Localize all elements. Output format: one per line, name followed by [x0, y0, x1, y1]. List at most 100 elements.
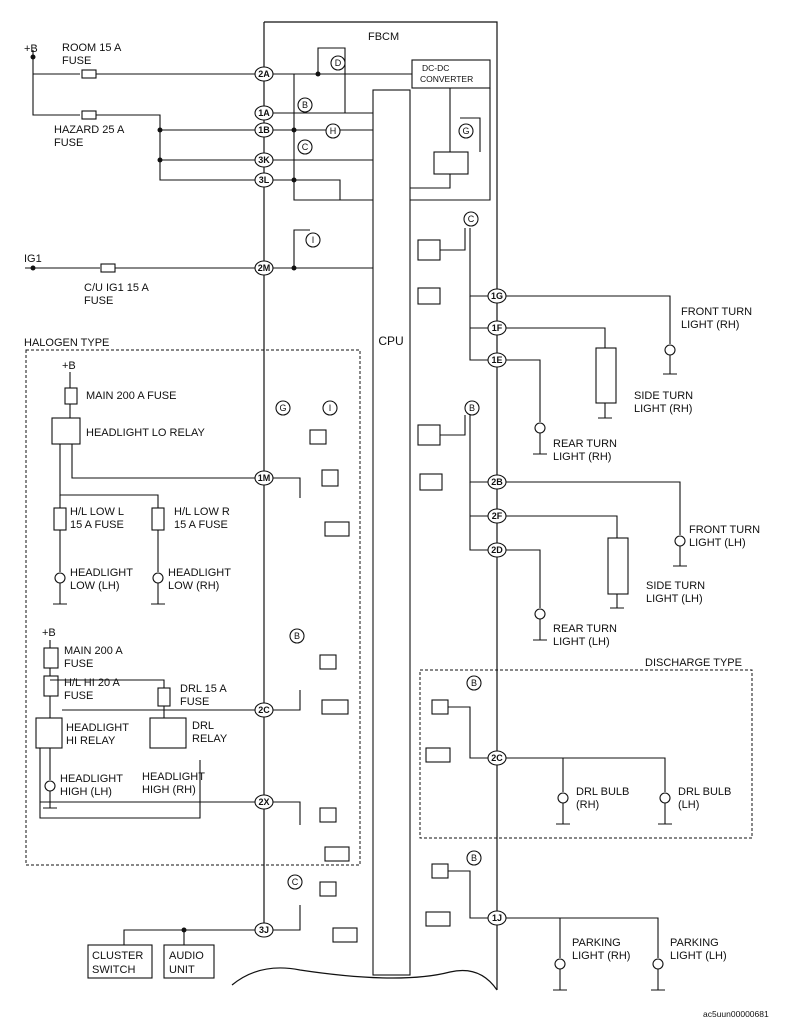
- parking-rh-1: PARKING: [572, 937, 621, 949]
- front-turn-rh-2: LIGHT (RH): [681, 319, 739, 331]
- rear-turn-lh-2: LIGHT (LH): [553, 636, 610, 648]
- tag-c: C: [297, 139, 313, 155]
- connector-1a: 1A: [254, 105, 274, 121]
- connector-2a: 2A: [254, 66, 274, 82]
- connector-label: 1B: [258, 125, 270, 135]
- side-turn-rh-1: SIDE TURN: [634, 390, 693, 402]
- connector-2c-right: 2C: [487, 750, 507, 766]
- tag-label: B: [471, 678, 477, 688]
- connector-label: 2M: [258, 263, 271, 273]
- hl-hi-label-2: FUSE: [64, 690, 93, 702]
- hazard-fuse-label-1: HAZARD 25 A: [54, 124, 125, 136]
- connector-2b: 2B: [487, 474, 507, 490]
- room-fuse-label-2: FUSE: [62, 55, 91, 67]
- hl-low-r-label-1: H/L LOW R: [174, 506, 230, 518]
- tag-label: I: [312, 235, 315, 245]
- tag-label: G: [462, 126, 469, 136]
- connector-3j: 3J: [254, 922, 274, 938]
- connector-label: 2F: [492, 511, 503, 521]
- tag-label: B: [469, 403, 475, 413]
- drl-bulb-rh-2: (RH): [576, 799, 599, 811]
- connector-label: 1A: [258, 108, 270, 118]
- hi-relay-label-2: HI RELAY: [66, 735, 116, 747]
- parking-lh-2: LIGHT (LH): [670, 950, 727, 962]
- drl-relay-label-1: DRL: [192, 720, 214, 732]
- dcdc-label-1: DC-DC: [422, 63, 449, 73]
- connector-1j: 1J: [487, 910, 507, 926]
- tag-label: C: [468, 214, 475, 224]
- fbcm-title: FBCM: [368, 31, 399, 43]
- tag-label: B: [294, 631, 300, 641]
- halogen-plus-b: +B: [62, 360, 76, 372]
- side-turn-rh-2: LIGHT (RH): [634, 403, 692, 415]
- tag-label: G: [279, 403, 286, 413]
- connector-1g: 1G: [487, 288, 507, 304]
- headlight-low-lh-2: LOW (LH): [70, 580, 120, 592]
- headlight-high-rh-2: HIGH (RH): [142, 784, 196, 796]
- discharge-wiring: [505, 757, 672, 825]
- figure-code: ac5uun00000681: [703, 1009, 769, 1019]
- hl-hi-label-1: H/L HI 20 A: [64, 677, 121, 689]
- tag-label: H: [330, 126, 337, 136]
- tag-label: I: [329, 403, 332, 413]
- parking-wiring: [505, 917, 665, 991]
- connector-label: 3K: [258, 155, 270, 165]
- rear-turn-rh-1: REAR TURN: [553, 438, 617, 450]
- audio-label-1: AUDIO: [169, 950, 204, 962]
- hazard-fuse-label-2: FUSE: [54, 137, 83, 149]
- drl-bulb-lh-1: DRL BULB: [678, 786, 731, 798]
- side-turn-lh-1: SIDE TURN: [646, 580, 705, 592]
- hl-low-l-label-1: H/L LOW L: [70, 506, 124, 518]
- tag-b: B: [297, 97, 313, 113]
- connector-label: 2D: [491, 545, 503, 555]
- tag-c: C: [463, 211, 479, 227]
- plus-b-label: +B: [24, 43, 38, 55]
- connector-2x: 2X: [254, 794, 274, 810]
- tag-i: I: [305, 232, 321, 248]
- connector-label: 2X: [258, 797, 269, 807]
- connector-label: 1F: [492, 323, 503, 333]
- parking-lh-1: PARKING: [670, 937, 719, 949]
- ig1-label: IG1: [24, 253, 42, 265]
- connector-label: 3J: [259, 925, 269, 935]
- connector-1f: 1F: [487, 320, 507, 336]
- connector-2c-left: 2C: [254, 702, 274, 718]
- turn-light-wiring: [469, 228, 687, 641]
- headlight-low-rh-1: HEADLIGHT: [168, 567, 231, 579]
- drl-fuse-label-1: DRL 15 A: [180, 683, 227, 695]
- headlight-high-lh-1: HEADLIGHT: [60, 773, 123, 785]
- hi-relay-label-1: HEADLIGHT: [66, 722, 129, 734]
- rear-turn-rh-2: LIGHT (RH): [553, 451, 611, 463]
- connector-label: 1M: [258, 473, 271, 483]
- tag-label: D: [335, 58, 342, 68]
- side-turn-lh-2: LIGHT (LH): [646, 593, 703, 605]
- connector-label: 1G: [491, 291, 503, 301]
- headlight-low-lh-1: HEADLIGHT: [70, 567, 133, 579]
- connector-label: 3L: [259, 175, 270, 185]
- cpu-label: CPU: [378, 334, 403, 348]
- connector-label: 1J: [492, 913, 502, 923]
- drl-fuse-label-2: FUSE: [180, 696, 209, 708]
- tag-i: I: [322, 400, 338, 416]
- cu-ig1-fuse-label-2: FUSE: [84, 295, 113, 307]
- tag-h: H: [325, 123, 341, 139]
- tag-b: B: [464, 400, 480, 416]
- halogen-plus-b-2: +B: [42, 627, 56, 639]
- signal-tags: D B C H G I C G I B B B B C: [275, 55, 482, 890]
- audio-label-2: UNIT: [169, 964, 195, 976]
- connector-3l: 3L: [254, 172, 274, 188]
- hl-low-r-label-2: 15 A FUSE: [174, 519, 228, 531]
- drl-bulb-rh-1: DRL BULB: [576, 786, 629, 798]
- halogen-title: HALOGEN TYPE: [24, 337, 109, 349]
- drl-bulb-lh-2: (LH): [678, 799, 699, 811]
- connector-group: 2A 1A 1B 3K 3L 2M 1M 2C 2X 3J 1G 1F 1E 2…: [254, 66, 507, 938]
- connector-2f: 2F: [487, 508, 507, 524]
- tag-g: G: [458, 123, 474, 139]
- tag-g: G: [275, 400, 291, 416]
- headlight-low-rh-2: LOW (RH): [168, 580, 219, 592]
- connector-1b: 1B: [254, 122, 274, 138]
- connector-label: 2C: [491, 753, 503, 763]
- main-fuse2-label-1: MAIN 200 A: [64, 645, 123, 657]
- connector-2m: 2M: [254, 260, 274, 276]
